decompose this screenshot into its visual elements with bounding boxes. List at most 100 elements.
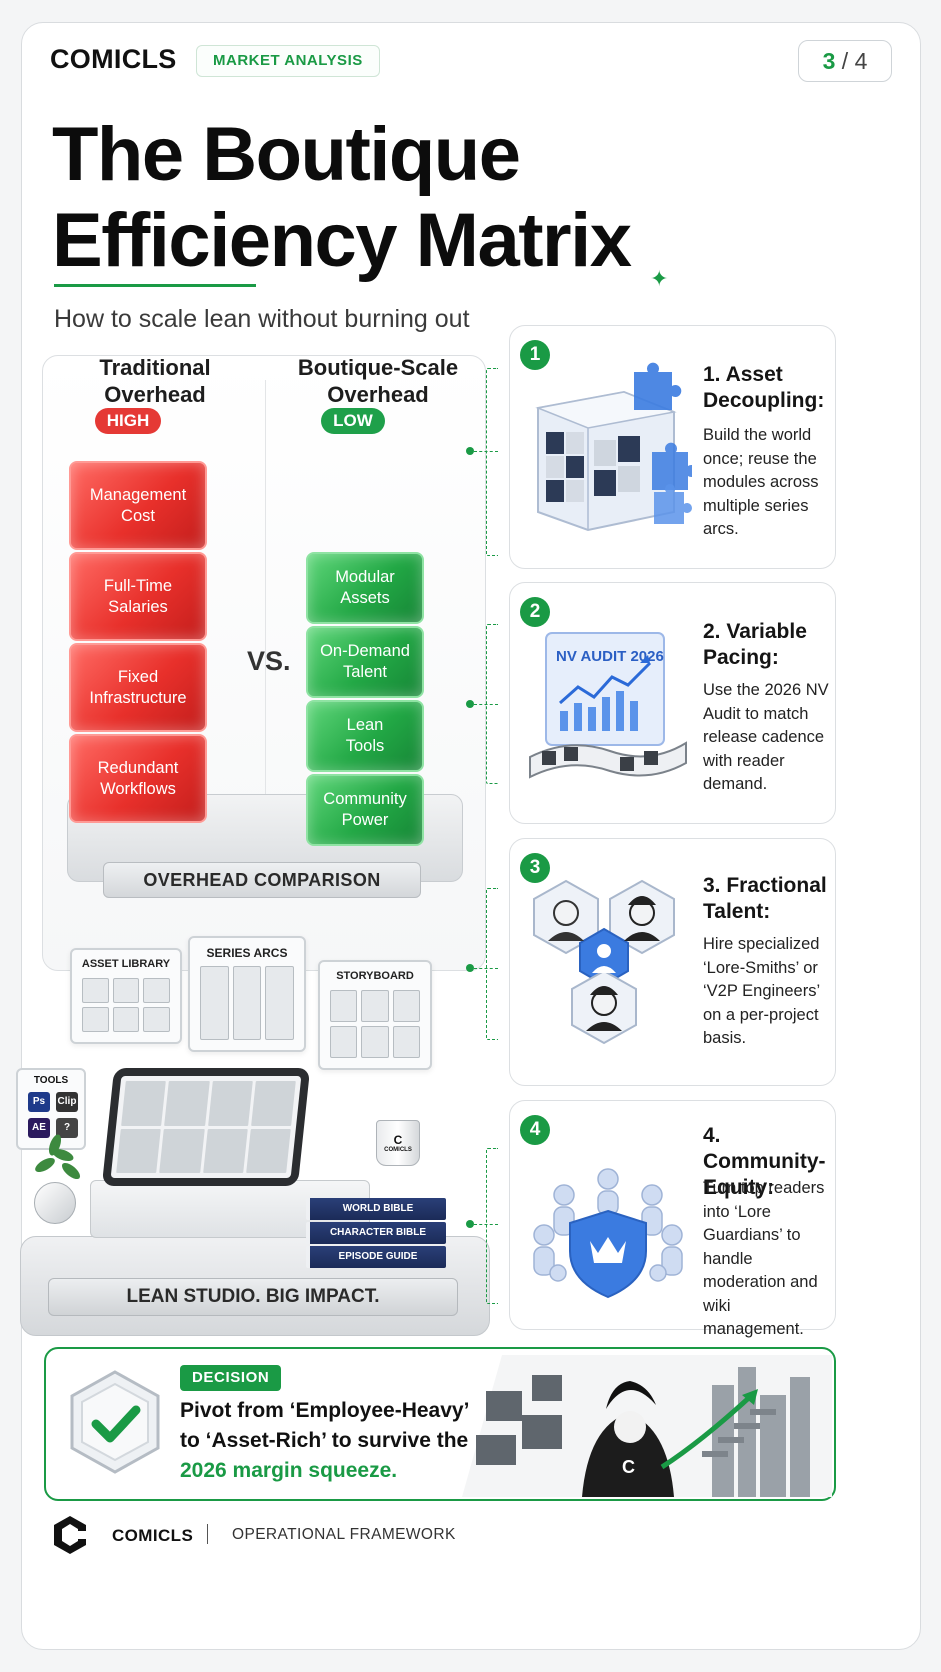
title-underline [54, 284, 256, 287]
page-title: The Boutique Efficiency Matrix [52, 112, 632, 284]
page-separator: / [835, 48, 855, 74]
brand-name: COMICLS [50, 44, 177, 74]
audit-chart-icon: NV AUDIT 2026 [529, 632, 687, 779]
photoshop-icon: Ps [28, 1092, 50, 1112]
step-title-line-2: Decoupling: [703, 389, 825, 412]
series-arcs-board: SERIES ARCS [188, 936, 306, 1052]
tools-label: TOOLS [33, 1075, 69, 1086]
block-label: On-Demand [320, 642, 410, 660]
step-title: 4. Community-Equity: [703, 1123, 835, 1201]
comicls-logo-icon [54, 1516, 86, 1554]
block-label: Infrastructure [89, 688, 187, 707]
block-label: Management [89, 485, 187, 504]
step-title-line-1: 3. Fractional [703, 874, 827, 897]
block-label: Redundant [97, 758, 179, 777]
decision-highlight: 2026 margin squeeze. [180, 1459, 398, 1482]
drawing-tablet [101, 1068, 311, 1186]
community-shield-icon [533, 1168, 683, 1299]
step-title-line-1: 2. Variable [703, 620, 807, 643]
step-card-community-equity: 4 4. Community-Equity: Turn top readers … [509, 1100, 836, 1338]
step-description: Turn top readers into ‘Lore Guardians’ t… [703, 1179, 825, 1338]
connector-dot [466, 700, 474, 708]
sparkle-icon: ✦ [650, 266, 669, 291]
step-title-line-2: Talent: [703, 900, 771, 923]
board-label: SERIES ARCS [206, 946, 288, 960]
audit-label: NV AUDIT 2026 [556, 648, 664, 665]
high-badge: HIGH [95, 408, 161, 434]
footer-divider [207, 1524, 208, 1544]
step-number: 1 [520, 340, 550, 370]
lean-studio-label: LEAN STUDIO. BIG IMPACT. [48, 1278, 458, 1316]
block-label: Workflows [100, 779, 176, 798]
step-description: Build the world once; reuse the modules … [703, 426, 819, 538]
help-tool-icon: ? [56, 1118, 78, 1138]
connector-dot [466, 964, 474, 972]
title-line-1: The Boutique [52, 112, 521, 197]
book-world-bible: WORLD BIBLE [306, 1198, 446, 1220]
step-description: Hire specialized ‘Lore-Smiths’ or ‘V2P E… [703, 935, 820, 1047]
page-total: 4 [854, 48, 868, 74]
traditional-heading: Traditional Overhead [57, 354, 253, 408]
talent-hexagons-icon [533, 879, 675, 1045]
versus-label: VS. [247, 646, 291, 676]
footer-text: OPERATIONAL FRAMEWORK [232, 1526, 456, 1543]
block-label: Tools [345, 737, 385, 755]
page-current: 3 [822, 48, 836, 74]
connector-dot [466, 1220, 474, 1228]
page-indicator: 3 / 4 [798, 40, 892, 82]
decision-statement: Pivot from ‘Employee-Heavy’ to ‘Asset-Ri… [180, 1396, 480, 1486]
overhead-comparison-panel: Traditional Overhead HIGH Boutique-Scale… [42, 355, 486, 971]
checkmark-hexagon-icon [70, 1370, 160, 1474]
step-description: Use the 2026 NV Audit to match release c… [703, 681, 829, 793]
traditional-heading-line-2: Overhead [104, 382, 206, 407]
connector-bracket [486, 888, 498, 1040]
low-badge: LOW [321, 408, 385, 434]
step-title-line-2: Equity: [703, 1176, 775, 1199]
book-character-bible: CHARACTER BIBLE [306, 1222, 446, 1244]
step-number: 4 [520, 1115, 550, 1145]
studio-city-illustration: C [462, 1355, 832, 1497]
traditional-heading-line-1: Traditional [99, 355, 211, 380]
connector-bracket [486, 368, 498, 556]
title-line-2: Efficiency Matrix [52, 198, 632, 283]
block-label: Talent [342, 663, 388, 681]
storyboard-board: STORYBOARD [318, 960, 432, 1070]
step-title-line-2: Pacing: [703, 646, 779, 669]
connector-dot [466, 447, 474, 455]
block-label: Modular [335, 568, 395, 586]
clip-studio-icon: Clip [56, 1092, 78, 1112]
boutique-heading-line-1: Boutique-Scale [297, 355, 459, 380]
block-label: Lean [346, 716, 384, 734]
step-number: 3 [520, 853, 550, 883]
board-label: ASSET LIBRARY [81, 958, 171, 970]
category-badge: MARKET ANALYSIS [196, 45, 380, 77]
overhead-comparison-label: OVERHEAD COMPARISON [103, 862, 421, 898]
block-label: Fixed [117, 667, 159, 686]
decision-tag: DECISION [180, 1365, 282, 1391]
asset-library-board: ASSET LIBRARY [70, 948, 182, 1044]
board-label: STORYBOARD [336, 970, 414, 982]
boutique-heading-line-2: Overhead [327, 382, 429, 407]
block-label: Full-Time [103, 576, 173, 595]
block-label: Salaries [108, 597, 168, 616]
connector-bracket [486, 1148, 498, 1304]
page-subtitle: How to scale lean without burning out [54, 305, 470, 333]
book-episode-guide: EPISODE GUIDE [306, 1246, 446, 1268]
step-number: 2 [520, 597, 550, 627]
reference-books: WORLD BIBLE CHARACTER BIBLE EPISODE GUID… [306, 1198, 446, 1270]
after-effects-icon: AE [28, 1118, 50, 1138]
column-divider [265, 380, 266, 800]
block-label: Cost [121, 506, 155, 525]
